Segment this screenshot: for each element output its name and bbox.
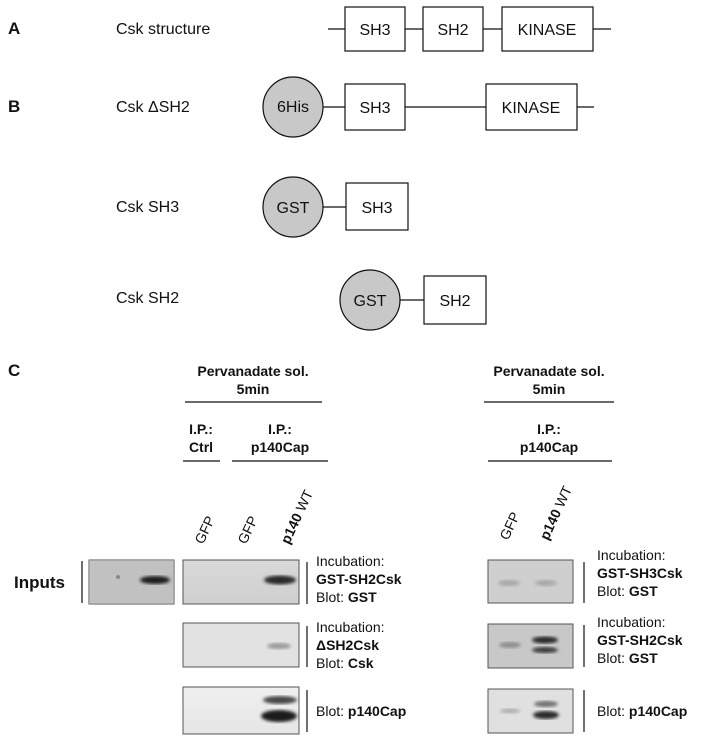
- tag-6his-label: 6His: [277, 99, 309, 116]
- right-header: Pervanadate sol. 5min I.P.: p140Cap: [484, 363, 614, 462]
- left-blot-2: [182, 622, 300, 668]
- ip-ctrl-label: I.P.:: [189, 421, 213, 437]
- left-blot-1: [182, 559, 300, 605]
- domain-sh2: [422, 6, 484, 52]
- right-blot-2-incubation-construct: GST-SH2Csk: [597, 632, 683, 648]
- construct-sh2-label: Csk SH2: [116, 290, 179, 307]
- right-blot-3-blot-label: Blot: p140Cap: [597, 703, 687, 719]
- domain-kinase: [485, 83, 578, 131]
- construct-sh3-label: Csk SH3: [116, 199, 179, 216]
- blot-band: [261, 710, 297, 722]
- right-blot-2: [487, 623, 574, 669]
- treatment-time: 5min: [533, 381, 566, 397]
- csk-structure-diagram: SH3 SH2 KINASE: [328, 6, 611, 52]
- panel-label-a: A: [8, 19, 20, 38]
- right-blot-1-incubation-label: Incubation:: [597, 547, 666, 563]
- left-blot-2-blot-label: Blot: Csk: [316, 655, 374, 671]
- inputs-blot: [88, 559, 175, 605]
- treatment-label: Pervanadate sol.: [493, 363, 604, 379]
- left-header: Pervanadate sol. 5min I.P.: Ctrl I.P.: p…: [183, 363, 328, 462]
- tag-6his: [262, 76, 324, 138]
- tag-gst-label: GST: [354, 293, 387, 310]
- domain-sh3: [344, 6, 406, 52]
- domain-sh3-label: SH3: [359, 22, 390, 39]
- blot-band: [535, 580, 557, 586]
- left-blot-2-incubation-construct: ΔSH2Csk: [316, 637, 379, 653]
- inputs-label: Inputs: [14, 573, 65, 592]
- blot-band: [533, 711, 559, 719]
- csk-structure-label: Csk structure: [116, 21, 210, 38]
- blot-band: [498, 580, 520, 586]
- construct-dsh2-diagram: 6His SH3 KINASE: [262, 76, 594, 138]
- blot-band: [532, 636, 558, 644]
- blot-band: [267, 643, 291, 649]
- construct-sh3-diagram: GST SH3: [262, 176, 409, 238]
- right-blot-2-blot-label: Blot: GST: [597, 650, 658, 666]
- domain-sh3: [345, 182, 409, 231]
- right-lane-labels: GFP p140 WT: [496, 483, 575, 542]
- blot-band: [263, 696, 297, 704]
- lane-label-p140-wt: p140 WT: [277, 487, 316, 546]
- left-blot-1-blot-label: Blot: GST: [316, 589, 377, 605]
- panel-label-c: C: [8, 361, 20, 380]
- blot-band: [499, 642, 521, 648]
- left-blot-3: [182, 686, 300, 735]
- domain-sh2-label: SH2: [439, 293, 470, 310]
- right-blot-1-incubation-construct: GST-SH3Csk: [597, 565, 683, 581]
- ip-p140cap-name: p140Cap: [520, 439, 578, 455]
- construct-sh2-diagram: GST SH2: [339, 269, 487, 331]
- ip-ctrl-name: Ctrl: [189, 439, 213, 455]
- domain-sh2-label: SH2: [437, 22, 468, 39]
- domain-kinase: [501, 6, 594, 52]
- right-blot-1-blot-label: Blot: GST: [597, 583, 658, 599]
- tag-gst: [339, 269, 401, 331]
- construct-dsh2-label: Csk ΔSH2: [116, 99, 190, 116]
- right-blot-3: [487, 688, 574, 734]
- left-blot-3-blot-label: Blot: p140Cap: [316, 703, 406, 719]
- left-lane-labels: GFP GFP p140 WT: [191, 487, 316, 546]
- lane-label-gfp: GFP: [191, 513, 218, 546]
- left-blot-1-incubation-construct: GST-SH2Csk: [316, 571, 402, 587]
- lane-label-gfp: GFP: [234, 513, 261, 546]
- left-blot-2-incubation-label: Incubation:: [316, 619, 385, 635]
- ip-p140cap-label: I.P.:: [537, 421, 561, 437]
- domain-sh2: [423, 275, 487, 325]
- ip-p140cap-label: I.P.:: [268, 421, 292, 437]
- domain-sh3-label: SH3: [359, 100, 390, 117]
- domain-kinase-label: KINASE: [502, 100, 561, 117]
- treatment-time: 5min: [237, 381, 270, 397]
- tag-gst: [262, 176, 324, 238]
- blot-band: [534, 701, 558, 707]
- domain-sh3: [344, 83, 406, 131]
- panel-label-b: B: [8, 97, 20, 116]
- blot-band: [264, 575, 296, 585]
- right-blot-1: [487, 559, 574, 604]
- domain-sh3-label: SH3: [361, 200, 392, 217]
- blot-band: [500, 708, 520, 714]
- lane-label-p140-wt: p140 WT: [536, 483, 575, 542]
- blot-band: [532, 647, 558, 653]
- right-blot-2-incubation-label: Incubation:: [597, 614, 666, 630]
- blot-band: [140, 576, 170, 584]
- ip-p140cap-name: p140Cap: [251, 439, 309, 455]
- left-blot-1-incubation-label: Incubation:: [316, 553, 385, 569]
- domain-kinase-label: KINASE: [518, 22, 577, 39]
- blot-speck: [116, 575, 120, 579]
- treatment-label: Pervanadate sol.: [197, 363, 308, 379]
- lane-label-gfp: GFP: [496, 509, 523, 542]
- tag-gst-label: GST: [277, 200, 310, 217]
